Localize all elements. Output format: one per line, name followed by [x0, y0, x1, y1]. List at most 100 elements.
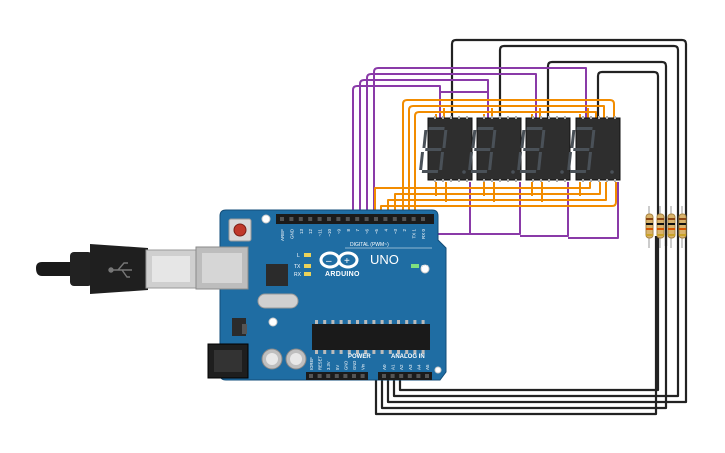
- analog-pin-hole[interactable]: [390, 374, 395, 378]
- power-pin-hole[interactable]: [360, 374, 365, 378]
- resistor-band: [668, 228, 675, 230]
- wire-orange-bot-1[interactable]: [380, 182, 617, 222]
- usb-cable[interactable]: [36, 244, 197, 294]
- black-wires[interactable]: [374, 38, 688, 416]
- chip-pin: [356, 350, 359, 354]
- display-pin: [507, 116, 509, 119]
- atmega-chip: [312, 324, 430, 350]
- reset-button[interactable]: [233, 223, 247, 237]
- power-pin-hole[interactable]: [326, 374, 331, 378]
- power-pin-holes[interactable]: [309, 374, 365, 378]
- digital-pin-hole[interactable]: [392, 217, 397, 221]
- power-pin-hole[interactable]: [309, 374, 313, 378]
- wire-purple-1[interactable]: [352, 85, 441, 222]
- chip-pin: [413, 350, 417, 354]
- digital-pin-hole[interactable]: [298, 217, 303, 221]
- wire-orange-bot-4[interactable]: [374, 182, 591, 222]
- digital-pin-hole[interactable]: [383, 217, 388, 221]
- wire-black-2[interactable]: [392, 44, 680, 398]
- chip-pin: [421, 320, 425, 324]
- power-pin-hole[interactable]: [343, 374, 348, 378]
- segment-a: [576, 127, 593, 130]
- display-pin: [515, 179, 517, 182]
- display-pin: [614, 116, 616, 119]
- display-pin: [450, 116, 452, 119]
- digital-pin-hole[interactable]: [364, 217, 369, 221]
- digital-pin-hole[interactable]: [336, 217, 341, 221]
- wire-orange-top-1[interactable]: [402, 99, 615, 222]
- analog-pin-hole[interactable]: [382, 374, 386, 378]
- decimal-point: [560, 170, 564, 174]
- segment-e: [517, 152, 523, 170]
- analog-pin-hole[interactable]: [407, 374, 412, 378]
- chip-pin: [397, 350, 400, 354]
- wire-black-5[interactable]: [374, 236, 658, 416]
- power-pin-hole[interactable]: [334, 374, 339, 378]
- analog-pin-hole[interactable]: [399, 374, 404, 378]
- wire-black-3[interactable]: [380, 60, 668, 410]
- wire-purple-7[interactable]: [520, 182, 569, 237]
- display-pin: [606, 179, 608, 182]
- digital-pin-holes[interactable]: [280, 217, 425, 221]
- seven-segment-display-4[interactable]: [567, 116, 621, 182]
- display-pin: [614, 179, 616, 182]
- wire-orange-top-2[interactable]: [408, 105, 605, 222]
- display-pin: [540, 116, 542, 119]
- digital-pin-hole[interactable]: [374, 217, 378, 221]
- l-led: [304, 253, 311, 257]
- resistor-1[interactable]: [645, 206, 654, 248]
- chip-pin: [347, 320, 351, 324]
- resistor-band: [657, 228, 664, 230]
- digital-pin-hole[interactable]: [355, 217, 360, 221]
- digital-pin-hole[interactable]: [280, 217, 284, 221]
- display-pin: [582, 179, 584, 182]
- seven-segment-display-2[interactable]: [468, 116, 522, 182]
- wire-purple-2[interactable]: [359, 79, 489, 222]
- digital-header: [276, 214, 434, 224]
- chip-pin: [397, 320, 400, 324]
- decimal-point: [610, 170, 614, 174]
- digital-pin-hole[interactable]: [345, 217, 350, 221]
- digital-pin-hole[interactable]: [411, 217, 416, 221]
- digital-pin-label: 4: [383, 229, 388, 232]
- seven-segment-display-3[interactable]: [517, 116, 571, 182]
- wire-orange-bot-3[interactable]: [394, 182, 601, 222]
- analog-pin-hole[interactable]: [416, 374, 421, 378]
- digital-pin-hole[interactable]: [421, 217, 425, 221]
- segment-d: [519, 170, 537, 173]
- resistor-2[interactable]: [656, 206, 665, 248]
- usb-port-inner: [202, 253, 242, 283]
- rx-label: RX: [294, 272, 302, 278]
- wire-purple-3[interactable]: [366, 73, 537, 222]
- resistor-4[interactable]: [678, 206, 687, 248]
- power-pin-hole[interactable]: [317, 374, 322, 378]
- wire-purple-4[interactable]: [373, 67, 587, 222]
- chip-pin: [339, 320, 343, 324]
- seven-segment-display-1[interactable]: [419, 116, 473, 182]
- wire-black-1[interactable]: [386, 38, 688, 404]
- chip-pin: [364, 350, 368, 354]
- power-pin-label: 5V: [335, 365, 340, 370]
- wire-black-4[interactable]: [398, 70, 660, 392]
- chip-pin: [323, 350, 327, 354]
- digital-pin-hole[interactable]: [317, 217, 322, 221]
- resistor-3[interactable]: [667, 206, 676, 248]
- digital-pin-hole[interactable]: [289, 217, 294, 221]
- digital-pin-hole[interactable]: [308, 217, 313, 221]
- digital-pin-label: 13: [299, 229, 304, 235]
- seven-segment-displays: [419, 116, 621, 182]
- wire-orange-top-3[interactable]: [414, 111, 597, 222]
- analog-pin-holes[interactable]: [382, 374, 429, 378]
- analog-pin-hole[interactable]: [425, 374, 429, 378]
- wire-purple-8[interactable]: [568, 182, 619, 239]
- display-pin: [458, 179, 460, 182]
- digital-pin-hole[interactable]: [327, 217, 331, 221]
- logo-plus: +: [344, 256, 350, 267]
- digital-pin-label: 2: [402, 229, 407, 232]
- chip-pin: [372, 350, 376, 354]
- display-pin: [564, 116, 566, 119]
- digital-pin-hole[interactable]: [402, 217, 407, 221]
- power-pin-hole[interactable]: [352, 374, 356, 378]
